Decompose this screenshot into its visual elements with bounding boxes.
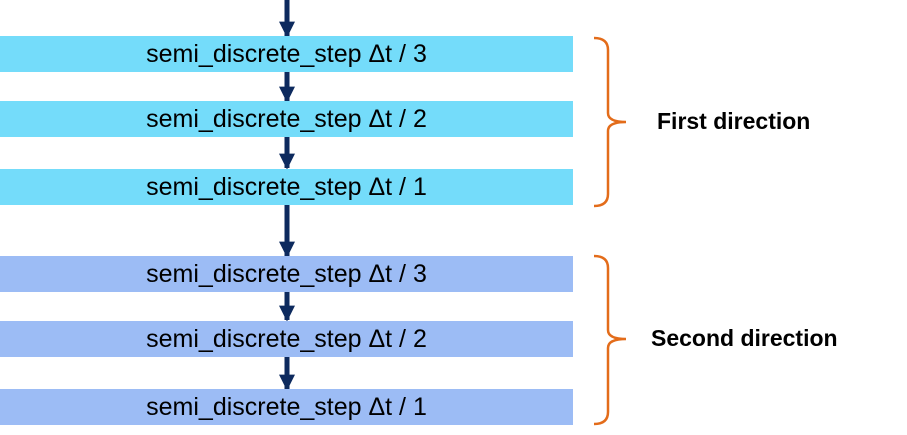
first-step-1: semi_discrete_step Δt / 3: [0, 36, 573, 72]
second-step-2: semi_discrete_step Δt / 2: [0, 321, 573, 357]
second-step-1-text: semi_discrete_step Δt / 3: [146, 259, 427, 288]
first-step-3-text: semi_discrete_step Δt / 1: [146, 172, 427, 201]
second-direction-label: Second direction: [651, 325, 838, 351]
second-step-3: semi_discrete_step Δt / 1: [0, 389, 573, 425]
first-step-1-text: semi_discrete_step Δt / 3: [146, 39, 427, 68]
brace-first-direction: [593, 36, 627, 208]
first-step-3: semi_discrete_step Δt / 1: [0, 169, 573, 205]
first-step-2-text: semi_discrete_step Δt / 2: [146, 104, 427, 133]
brace-second-direction: [593, 254, 627, 426]
second-step-3-text: semi_discrete_step Δt / 1: [146, 392, 427, 421]
second-step-2-text: semi_discrete_step Δt / 2: [146, 324, 427, 353]
first-direction-label: First direction: [657, 108, 811, 134]
first-step-2: semi_discrete_step Δt / 2: [0, 101, 573, 137]
second-step-1: semi_discrete_step Δt / 3: [0, 256, 573, 292]
